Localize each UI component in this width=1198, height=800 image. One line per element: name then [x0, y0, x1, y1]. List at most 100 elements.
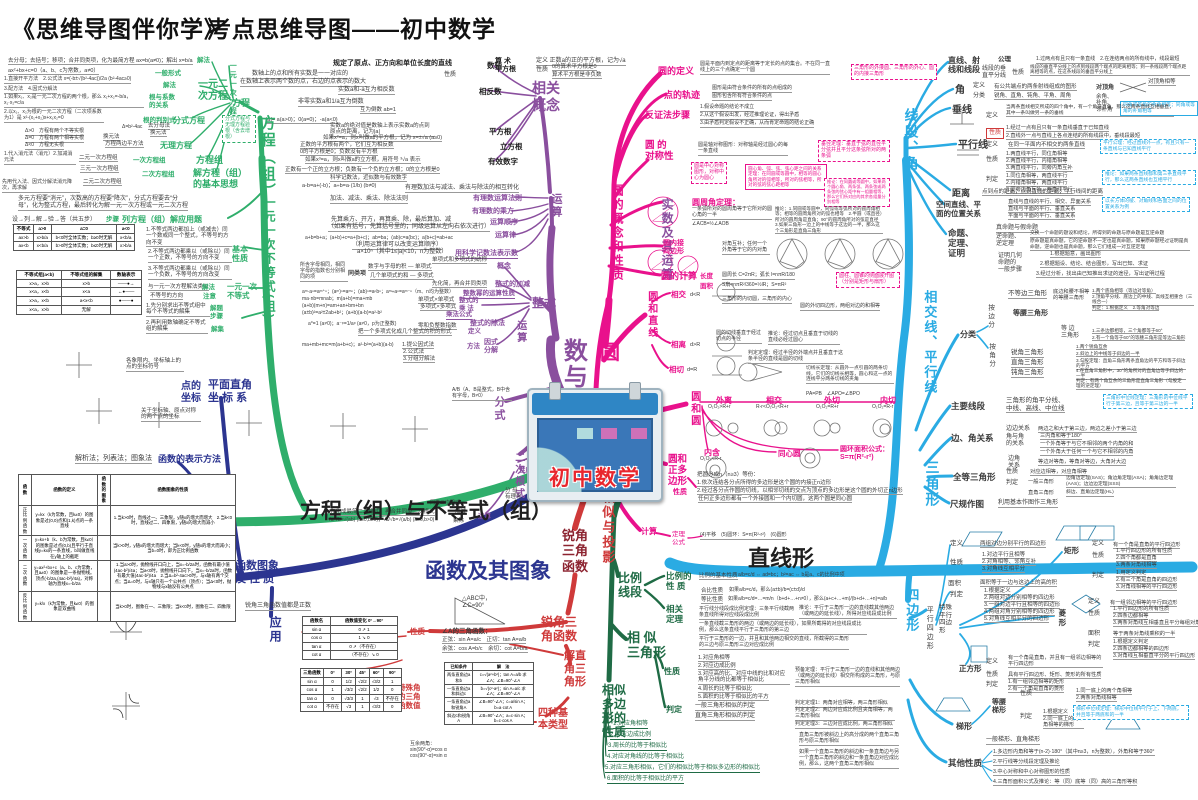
node-circle-calc: 圆的计算	[661, 271, 698, 281]
node-word-problems: 列方程（组）解应用题	[122, 215, 202, 224]
trig-change-table-cell: 1 ↘ 0	[330, 633, 398, 643]
branch-line	[959, 615, 1055, 629]
branch-line	[914, 333, 960, 432]
branch-line	[935, 591, 951, 626]
branch-line	[906, 87, 955, 135]
branch-line	[906, 698, 948, 764]
fine-fact-f: ma+mb+mc=m(a+b+c)；a²-b²=(a+b)(a-b)	[302, 342, 394, 348]
fine-disc3: Δ<0 方程无实根	[25, 142, 65, 150]
inequality-group-table-cell: ●——●	[110, 296, 142, 306]
branch-line	[191, 102, 231, 119]
special-angle-table-cell: 1/2	[341, 676, 357, 686]
fine-op-conv-f: a-b=a+(-b)；a÷b=a·(1/b) (b≠0)	[302, 183, 377, 189]
node-perp-bisector: 线段的垂 直平分线	[982, 66, 1007, 80]
fine-ineq3: 3.不等式两边都乘以（或除以）同一个负数，不等号的方向改变	[148, 266, 232, 280]
figure-circle	[677, 255, 699, 277]
inequality-table-header: 不等式	[12, 224, 35, 234]
fine-cp0: 把圆分成n（n≥3）等份：	[697, 472, 759, 478]
solve-right-triangle-table-cell: 两条直角边a和b	[443, 670, 474, 685]
fine-fact-def: 把一个多项式化成几个整式的积的形式	[358, 329, 452, 337]
box-par-axiom: 平行公理：经过直线外一点，有且只有一条直线与已知直线平行	[1100, 139, 1196, 155]
node-prop-props: 比例的 性 质	[666, 571, 692, 592]
inequality-group-table-cell: 无解	[61, 304, 112, 315]
figure-shape	[1071, 594, 1101, 614]
fine-cp2: 2.经过各分点作圆的切线，以相邻切线的交点为顶点的多边形是这个圆的外切正n边形	[697, 488, 903, 496]
inequality-table-cell: x<b/a	[33, 241, 52, 252]
node-st-prop: 性质	[664, 667, 680, 676]
node-root-coef: 根与系数 的关系	[149, 94, 175, 109]
node-fraction: 分式	[492, 396, 505, 422]
figure-hyperbola	[112, 693, 140, 719]
function-table-header: 函数的图象	[96, 474, 111, 506]
branch-linear-inequality: 一元一次不等式(组)	[262, 196, 277, 320]
fine-iso3: 判定：1.根据定义 2.等角对等边	[1092, 305, 1160, 312]
branch-line	[612, 558, 620, 578]
inequality-group-table-cell	[110, 304, 142, 315]
function-table-header: 函数	[18, 474, 32, 506]
node-circle-def: 圆的定义	[658, 66, 695, 76]
fine-scalene: 不等边三角形	[1008, 290, 1047, 299]
node-line-ray-seg: 直线、射 线和线段	[948, 56, 980, 75]
fine-pg-def: 两组对边分别平行的四边形	[980, 541, 1047, 549]
fine-trig-f2: 余弦：cos A=b/c 余切：cot A=b/a	[442, 646, 528, 654]
center-badge: 初中数学	[527, 382, 663, 502]
branch-line	[481, 302, 530, 306]
branch-line	[613, 92, 668, 174]
branch-line	[608, 244, 664, 250]
fine-rt1b: 1.两个锐角互余	[1076, 344, 1108, 351]
fine-angle-def: 有公共端点的两条射线组成的图形	[994, 84, 1077, 92]
node-cp-prop: 性质	[673, 489, 687, 496]
badge-decor-icon	[601, 428, 617, 439]
fine-trig-f1: 正弦：sin A=a/c 正切：tan A=a/b	[442, 637, 527, 645]
node-expr-addsub: 整式的加减	[495, 281, 530, 288]
node-triangle: 三角形	[924, 460, 941, 508]
fine-ms1: 三角形的角平分线、 中线、高线、中位线	[1006, 397, 1065, 414]
branch-line	[227, 191, 263, 219]
node-rh-def: 定义	[1088, 599, 1101, 605]
solve-right-triangle-table-header: 解 法	[472, 661, 534, 672]
fine-pg-p3: 3.对角线互相平分	[982, 566, 1026, 574]
branch-line	[228, 65, 234, 99]
fine-ia1: 一条弧所对的圆周角等于它所对的圆心角的一半	[692, 206, 773, 220]
node-application: 应用	[268, 616, 283, 644]
fine-sr1: 直线与直线的平行、相交、异面关系	[1008, 199, 1092, 207]
fine-iso-base: 底边和腰不相等 的等腰三角形	[1053, 289, 1090, 302]
fine-par-j1: 1.同位角相等，两直线平行	[1006, 173, 1068, 181]
node-trig-label-2: 锐角三 角函数	[541, 615, 578, 644]
fine-recip: 非零实数a和1/a互为倒数	[298, 99, 364, 108]
fine-sci-approx: 科学记数法，近似数与有效数字	[330, 175, 408, 183]
node-vertical-angles: 对顶角	[1096, 85, 1115, 91]
node-isosceles: 等腰三角形	[1013, 310, 1048, 317]
branch-line	[976, 334, 989, 349]
branch-line	[509, 643, 564, 656]
special-angle-table-cell: 1	[355, 693, 370, 703]
figure-circle	[774, 421, 788, 435]
special-angle-table-header: 45°	[355, 668, 370, 678]
node-jiefa: 解法	[202, 284, 215, 291]
special-angle-table-cell: √3/3	[368, 702, 384, 712]
node-quad-radical: 二次根式	[512, 452, 524, 500]
node-cc-exttangent: 外切	[824, 396, 840, 405]
fine-polynomial: 几个单项式的和 — 多项式	[370, 273, 434, 281]
fine-disc2: Δ=0 方程有两个相等实根	[25, 135, 85, 143]
branch-line	[511, 213, 549, 236]
node-calc: 计算	[641, 527, 657, 536]
branch-line	[653, 654, 667, 709]
node-similar-triangles: 相 似 三角形	[627, 630, 667, 661]
branch-line	[602, 714, 606, 779]
function-table-cell	[96, 535, 111, 561]
branch-similar-projection: 相似与投影	[600, 490, 616, 565]
fine-par-def: 在同一平面内不相交的两条直线	[1008, 142, 1086, 150]
fine-rh-p3: 3.两条对角线互相垂直且平分每组对角	[1113, 620, 1198, 628]
node-congruent: 全等三角形	[953, 472, 996, 482]
fine-rh-j2: 2.四条边都相等的四边形	[1113, 646, 1170, 654]
fine-cc-int: R-r<O₁O₂<R+r	[756, 404, 789, 410]
inequality-table-header: a=0	[50, 224, 118, 234]
fine-outquad: 圆的外切四边形，两组对边的和相等	[800, 303, 881, 311]
branch-line	[601, 296, 613, 349]
figure-circle	[716, 282, 736, 302]
fine-cd1: 圆是平面内到定点的距离等于定长的点的集合。不在同一直线上的三个点确定一个圆	[700, 61, 831, 75]
fine-ls2: 三元一次方程组	[80, 166, 119, 174]
branch-line	[513, 196, 549, 199]
